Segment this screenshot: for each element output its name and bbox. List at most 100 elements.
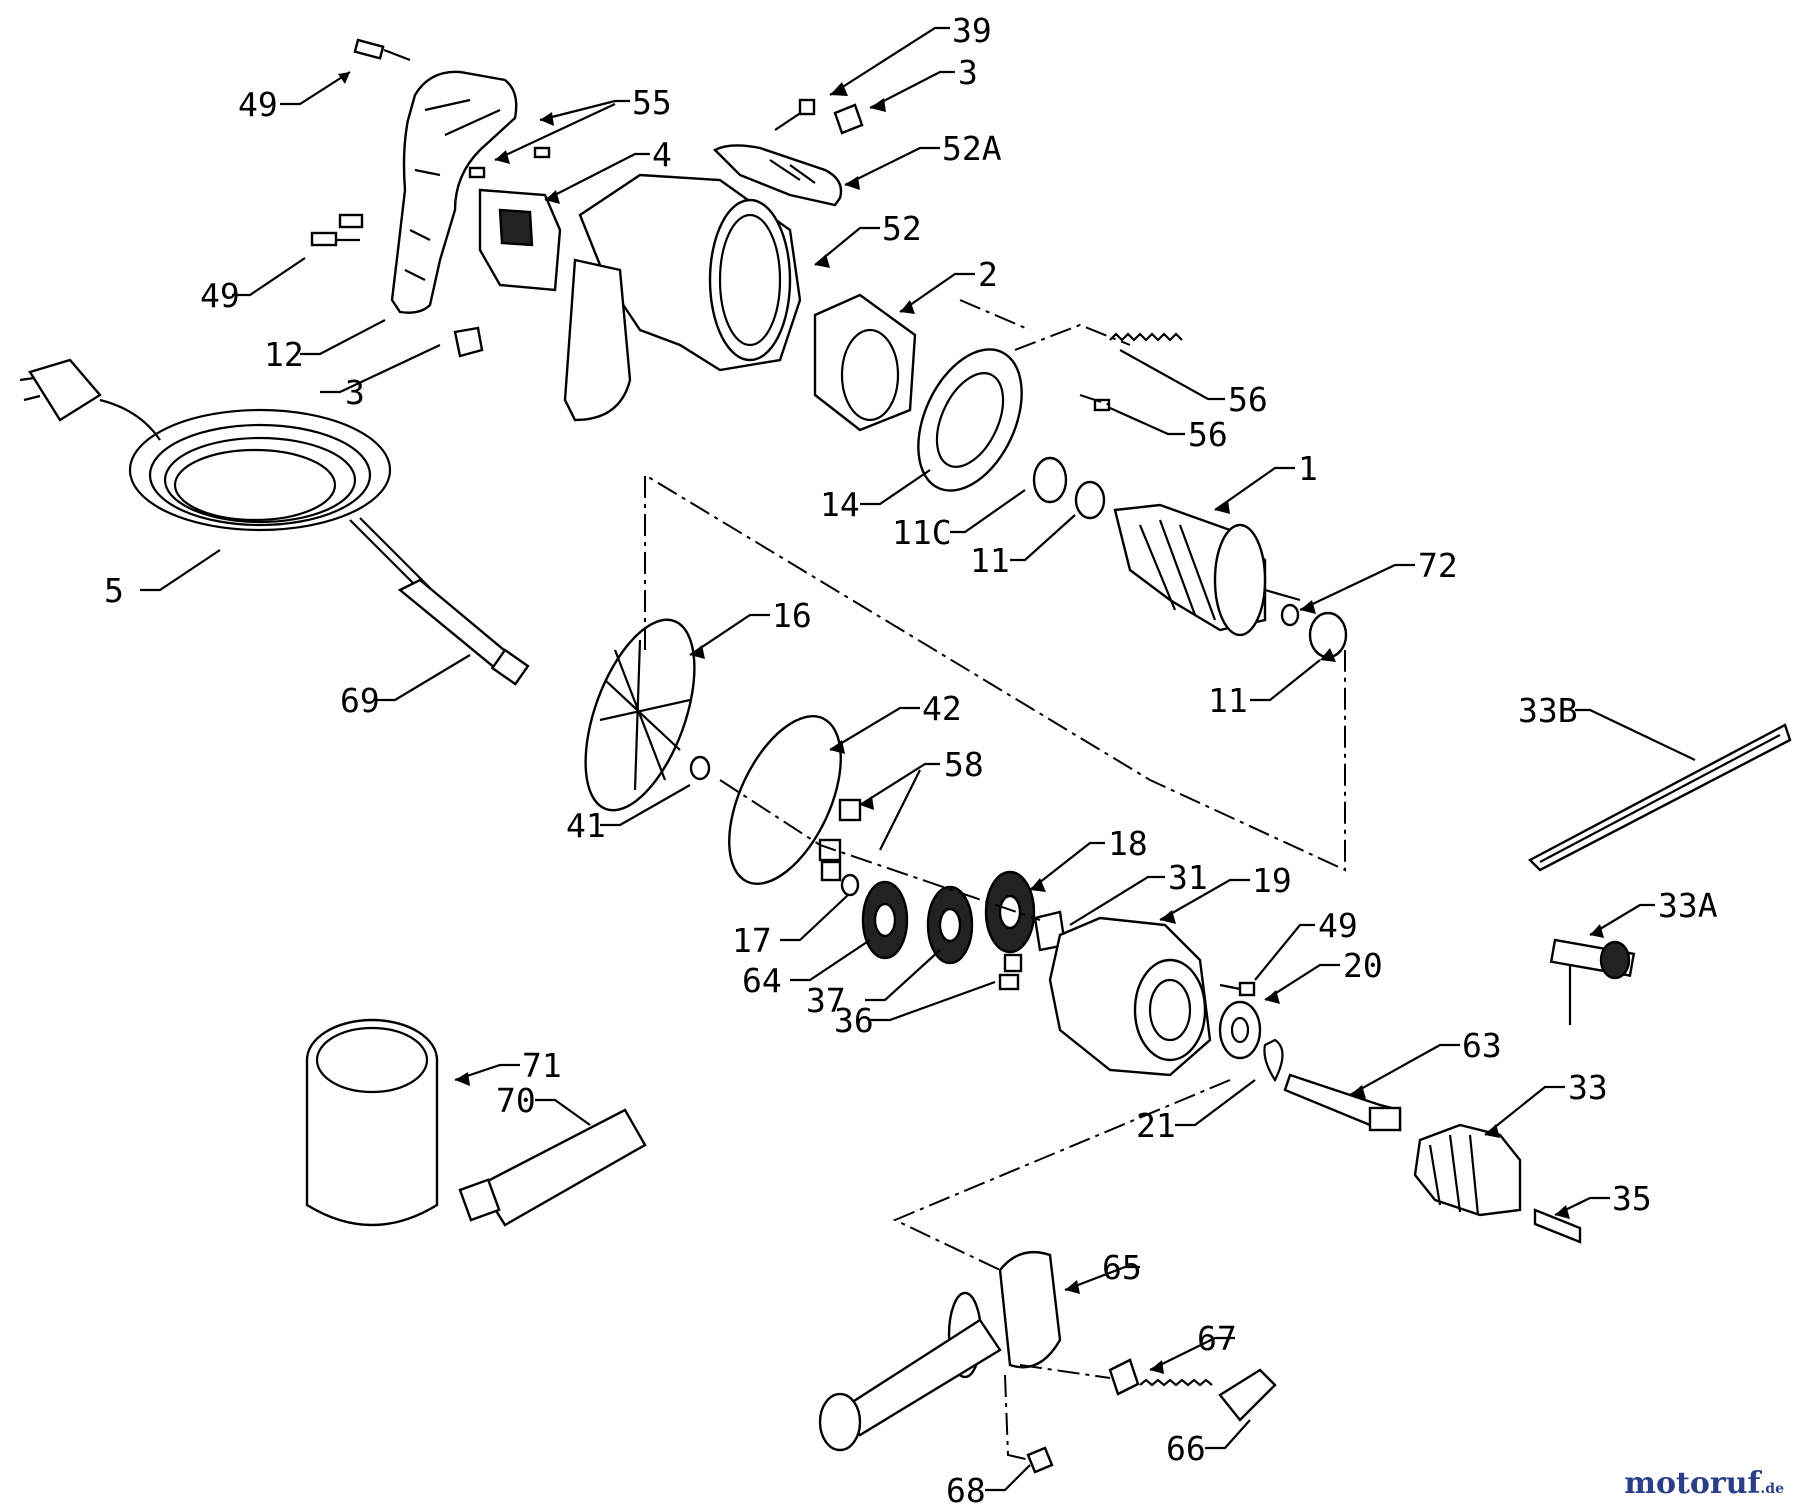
washer-17 [840, 873, 860, 897]
screw-49-top [353, 38, 411, 62]
switch-cover-52A [713, 144, 843, 207]
label-52A: 52A [942, 129, 1002, 168]
cord-plug-69 [490, 648, 530, 686]
armature-shaft [1264, 588, 1301, 602]
switch-clip-3-upper [833, 103, 864, 135]
watermark-text: motoruf [1624, 1466, 1761, 1501]
washer-41 [689, 755, 711, 781]
assembly-lines [644, 299, 1346, 1461]
baffle-42 [728, 715, 842, 885]
screw-49-gearcase [1219, 981, 1256, 997]
leader-arrowheads [338, 72, 1604, 1374]
label-5: 5 [104, 571, 124, 610]
label-33A: 33A [1658, 886, 1718, 925]
bolt-66 [1139, 1378, 1213, 1387]
grease-tube-70 [458, 1108, 647, 1227]
power-cord-5 [19, 358, 431, 591]
leader-lines [140, 26, 1696, 1492]
label-49: 49 [238, 85, 278, 124]
part-labels: 39 3 49 55 52A 4 52 49 2 12 3 56 56 1 14… [104, 11, 1718, 1509]
bearing-20 [1218, 1000, 1262, 1060]
screw-39 [774, 98, 816, 131]
label-56: 56 [1228, 380, 1268, 419]
bearing-11-rear [1032, 456, 1068, 504]
watermark-tld: .de [1760, 1481, 1784, 1497]
label-33: 33 [1568, 1068, 1608, 1107]
label-68: 68 [946, 1471, 986, 1509]
screw-49-left [310, 231, 360, 247]
label-3: 3 [958, 53, 978, 92]
storage-can-71 [305, 1018, 439, 1227]
bearing-11c [1074, 480, 1106, 520]
clip-36a [1003, 953, 1023, 973]
spindle-collar [1368, 1106, 1402, 1132]
nut-67 [1108, 1358, 1140, 1396]
bearing-58a [838, 798, 862, 822]
label-39: 39 [952, 11, 992, 50]
label-58: 58 [944, 745, 984, 784]
label-65: 65 [1102, 1248, 1142, 1287]
clip-36b [998, 973, 1020, 991]
label-41: 41 [566, 806, 606, 845]
label-49: 49 [200, 276, 240, 315]
label-11C: 11C [892, 513, 952, 552]
label-3: 3 [345, 373, 365, 412]
label-14: 14 [820, 485, 860, 524]
brush-spring-56a [1109, 332, 1183, 342]
label-4: 4 [652, 135, 672, 174]
label-49: 49 [1318, 906, 1358, 945]
label-56: 56 [1188, 415, 1228, 454]
label-2: 2 [978, 255, 998, 294]
armature-fan [1213, 523, 1267, 637]
label-36: 36 [834, 1001, 874, 1040]
label-21: 21 [1136, 1106, 1176, 1145]
rear-handle-half [390, 70, 518, 314]
brush-holder-14 [917, 348, 1023, 492]
label-19: 19 [1252, 861, 1292, 900]
housing-grip [563, 258, 632, 422]
brush-55b [468, 166, 486, 179]
cord-protector-69 [397, 578, 512, 670]
chuck-33 [1413, 1123, 1522, 1217]
part-drawings [19, 38, 1792, 1474]
label-20: 20 [1343, 946, 1383, 985]
brush-55a [533, 146, 551, 159]
label-35: 35 [1612, 1179, 1652, 1218]
housing-ring [708, 198, 792, 362]
switch-4-trigger [498, 208, 534, 247]
label-64: 64 [742, 961, 782, 1000]
field-stator-2 [813, 293, 917, 432]
pin-small [338, 213, 364, 229]
label-31: 31 [1168, 858, 1208, 897]
bearing-58b [818, 838, 842, 862]
label-66: 66 [1166, 1429, 1206, 1468]
rear-handle-detail [404, 98, 501, 281]
label-67: 67 [1197, 1319, 1237, 1358]
bearing-58c [820, 860, 842, 882]
label-17: 17 [732, 921, 772, 960]
site-watermark: motoruf.de [1624, 1466, 1784, 1501]
label-71: 71 [522, 1046, 562, 1085]
label-69: 69 [340, 681, 380, 720]
label-55: 55 [632, 83, 672, 122]
washer-72 [1280, 603, 1300, 627]
label-33B: 33B [1518, 691, 1578, 730]
bolt-66-knob [1218, 1368, 1277, 1422]
label-11: 11 [1208, 681, 1248, 720]
label-72: 72 [1418, 546, 1458, 585]
label-1: 1 [1298, 449, 1318, 488]
label-42: 42 [922, 689, 962, 728]
label-11: 11 [970, 541, 1010, 580]
chuck-screw-35 [1533, 1208, 1582, 1244]
switch-clip-3-lower [453, 326, 484, 358]
chuck-key-33A [1549, 938, 1636, 1025]
label-12: 12 [264, 335, 304, 374]
side-handle-65 [818, 1250, 1062, 1452]
label-70: 70 [496, 1081, 536, 1120]
retaining-ring-21 [1263, 1038, 1284, 1083]
label-52: 52 [882, 209, 922, 248]
label-16: 16 [772, 596, 812, 635]
label-63: 63 [1462, 1026, 1502, 1065]
gear-case-nose [1133, 958, 1207, 1062]
